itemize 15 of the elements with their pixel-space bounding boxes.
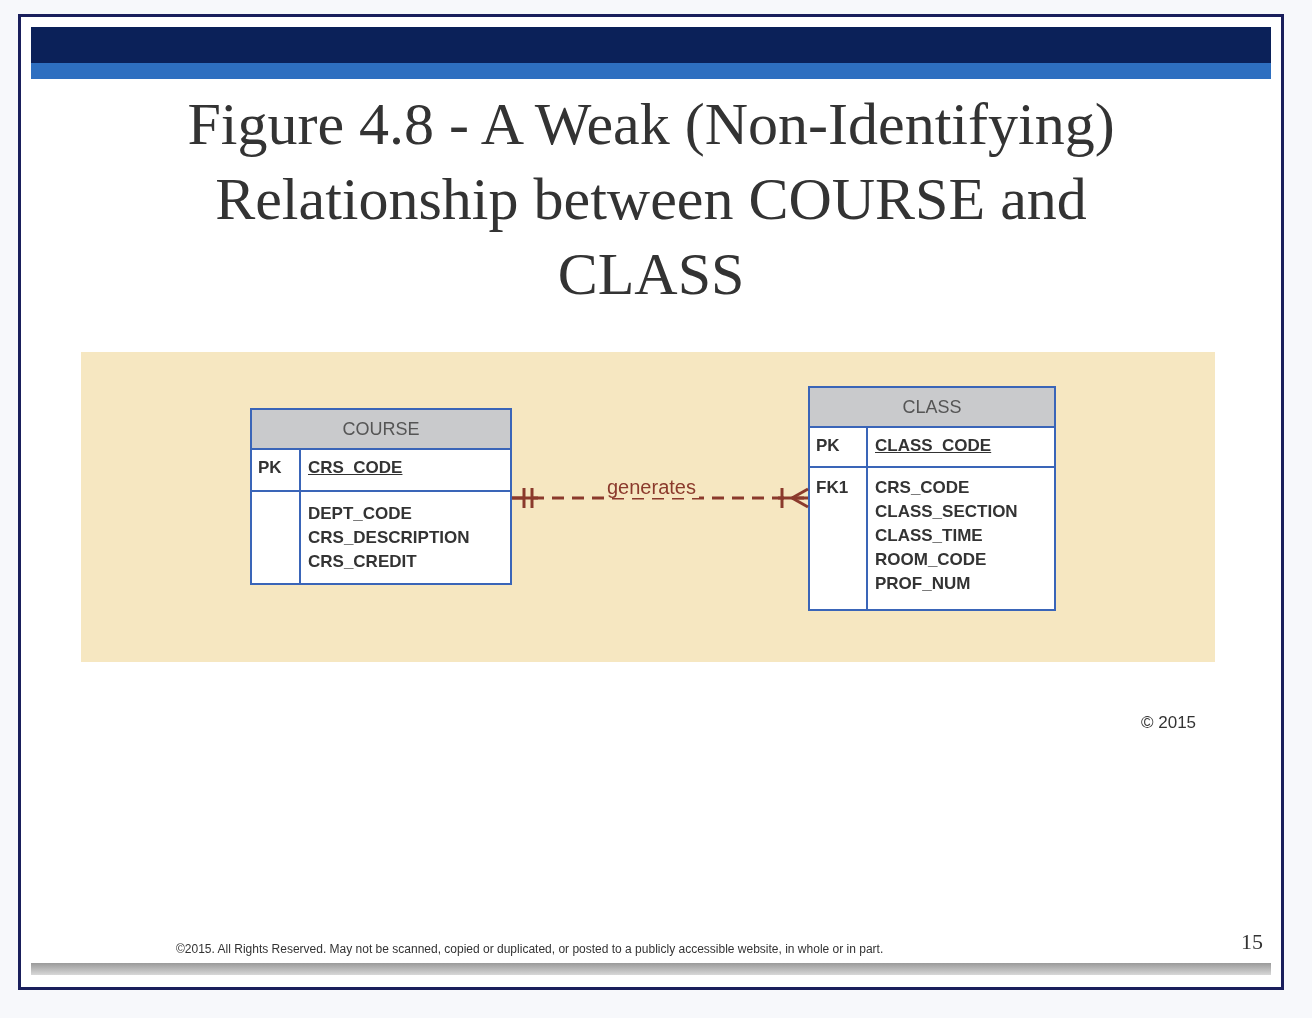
entity-table (250, 408, 512, 585)
key-label: PK (816, 435, 840, 457)
attribute-list: CRS_CODE CLASS_SECTION CLASS_TIME ROOM_CODE PROF_NUM (875, 476, 1018, 596)
page-number: 15 (1241, 929, 1263, 955)
attribute-name: CRS_CODE (308, 457, 403, 479)
key-label: FK1 (816, 477, 849, 499)
slide-title: Figure 4.8 - A Weak (Non-Identifying) Relationship between COURSE and CLASS (186, 90, 1116, 309)
attribute-name: CLASS_CODE (875, 435, 992, 457)
table-header: CLASS (810, 388, 1054, 428)
entity-table (808, 386, 1056, 611)
copyright-note: © 2015 (1141, 713, 1197, 733)
footer-note: ©2015. All Rights Reserved. May not be scanned, copied or duplicated, or posted to a publicly accessible website, in whole or in part. (176, 942, 884, 956)
key-label: PK (258, 457, 282, 479)
table-header: COURSE (252, 410, 510, 450)
attribute-list: DEPT_CODE CRS_DESCRIPTION CRS_CREDIT (308, 502, 470, 574)
